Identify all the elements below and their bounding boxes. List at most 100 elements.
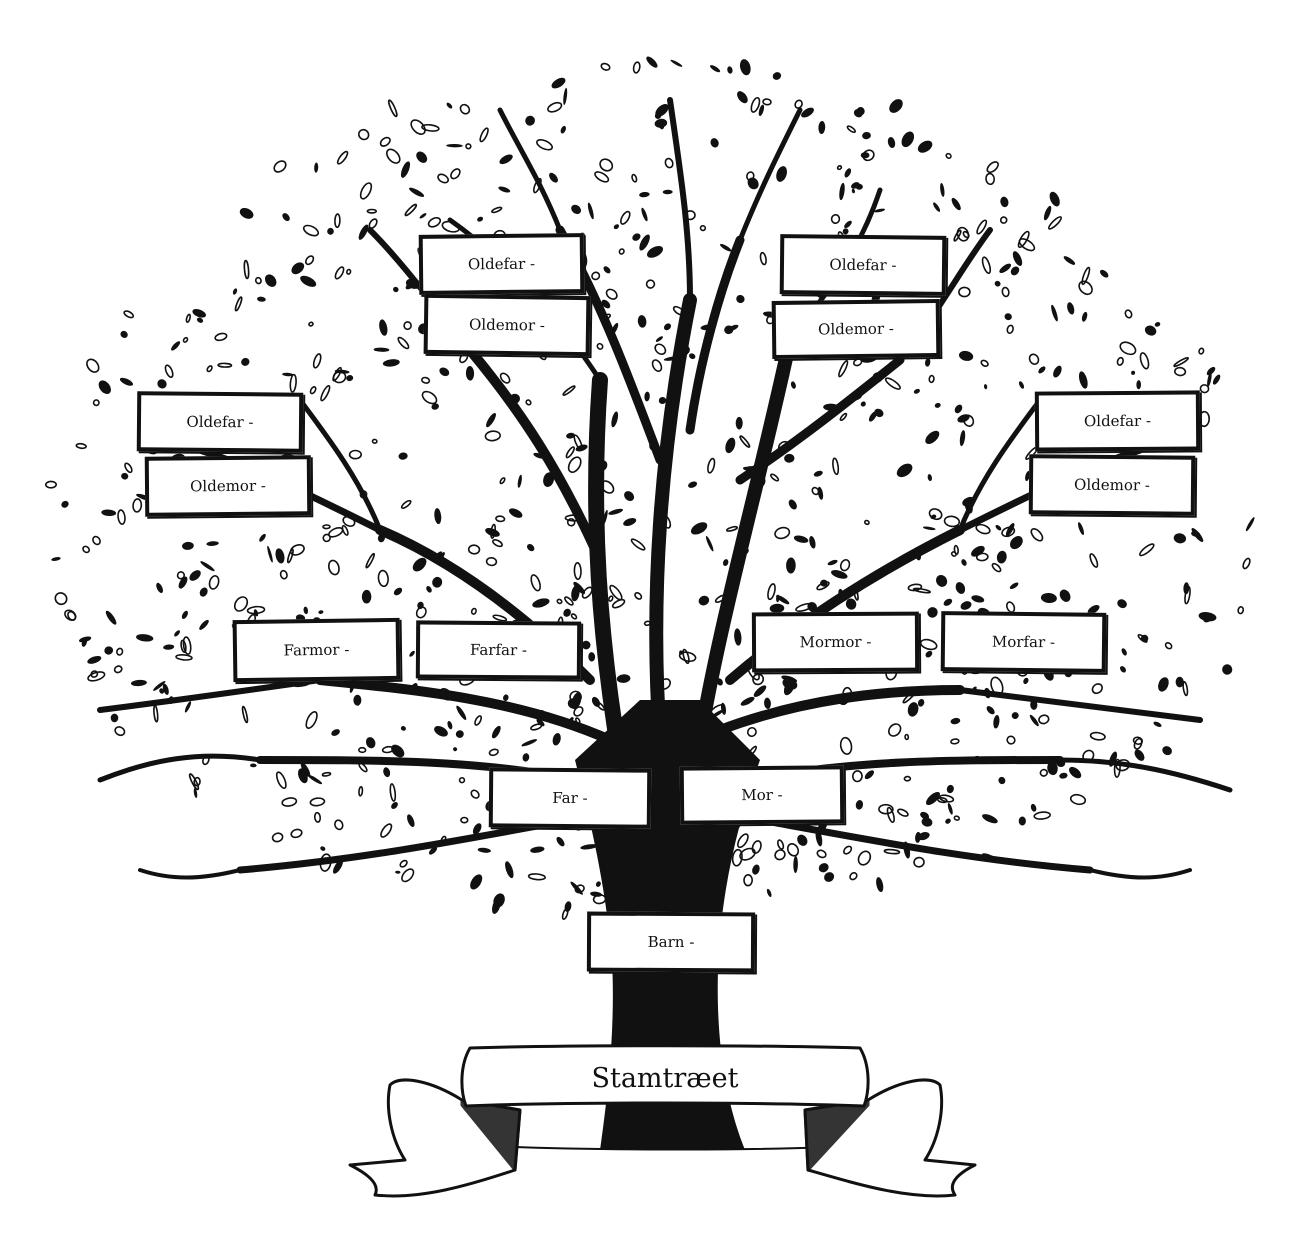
- label: Oldemor -: [817, 319, 895, 339]
- leaf-mark: [994, 280, 1001, 287]
- leaf-mark: [818, 121, 826, 134]
- leaf-mark: [358, 224, 369, 240]
- leaf-mark: [1121, 648, 1127, 656]
- box-mor[interactable]: Mor -: [679, 765, 845, 825]
- leaf-mark: [793, 535, 809, 543]
- leaf-mark: [759, 251, 767, 266]
- leaf-mark: [1117, 599, 1127, 609]
- leaf-mark: [739, 435, 751, 448]
- box-far[interactable]: Far -: [488, 767, 652, 829]
- leaf-mark: [1039, 768, 1048, 777]
- box-oldemor-paternal-grandfather-side[interactable]: Oldemor -: [423, 293, 591, 357]
- leaf-mark: [382, 359, 400, 367]
- box-farmor[interactable]: Farmor -: [232, 617, 401, 683]
- leaf-mark: [571, 204, 582, 215]
- leaf-mark: [953, 815, 961, 821]
- leaf-mark: [427, 216, 442, 228]
- leaf-mark: [300, 762, 311, 777]
- leaf-mark: [587, 202, 594, 220]
- label: Far -: [552, 788, 588, 808]
- box-oldefar-maternal-grandfather-side[interactable]: Oldefar -: [1034, 390, 1201, 452]
- box-oldefar-paternal-grandfather-side[interactable]: Oldefar -: [418, 233, 585, 295]
- box-farfar[interactable]: Farfar -: [415, 620, 582, 680]
- leaf-mark: [927, 607, 938, 618]
- leaf-mark: [208, 575, 220, 590]
- box-barn[interactable]: Barn -: [586, 911, 756, 973]
- leaf-mark: [398, 452, 408, 460]
- leaf-mark: [259, 533, 266, 542]
- leaf-mark: [774, 526, 791, 540]
- leaf-mark: [897, 808, 909, 817]
- leaf-mark: [234, 296, 243, 312]
- leaf-mark: [644, 391, 650, 402]
- leaf-mark: [527, 544, 535, 552]
- leaf-mark: [421, 376, 431, 384]
- box-morfar[interactable]: Morfar -: [940, 611, 1107, 673]
- leaf-mark: [1053, 365, 1062, 378]
- leaf-mark: [348, 449, 362, 460]
- leaf-mark: [472, 823, 482, 835]
- leaf-mark: [750, 96, 761, 113]
- leaf-mark: [239, 207, 254, 219]
- leaf-mark: [946, 784, 954, 794]
- leaf-mark: [827, 559, 838, 566]
- leaf-mark: [608, 508, 624, 515]
- leaf-mark: [824, 872, 835, 882]
- leaf-mark: [181, 610, 188, 619]
- leaf-mark: [434, 508, 442, 525]
- leaf-mark: [662, 189, 673, 195]
- leaf-mark: [737, 833, 749, 849]
- leaf-mark: [976, 219, 988, 235]
- leaf-mark: [857, 850, 872, 866]
- leaf-mark: [1174, 366, 1187, 377]
- leaf-mark: [308, 321, 314, 327]
- leaf-mark: [632, 233, 641, 241]
- leaf-mark: [955, 582, 966, 594]
- leaf-mark: [188, 773, 200, 791]
- leaf-mark: [566, 518, 576, 527]
- leaf-mark: [688, 481, 698, 488]
- leaf-mark: [470, 874, 483, 890]
- leaf-mark: [690, 522, 708, 535]
- leaf-mark: [547, 101, 563, 113]
- leaf-mark: [608, 595, 614, 602]
- leaf-mark: [1164, 641, 1173, 650]
- leaf-mark: [747, 177, 759, 190]
- leaf-mark: [1067, 302, 1075, 315]
- leaf-mark: [1182, 680, 1189, 697]
- leaf-mark: [957, 414, 970, 423]
- box-oldemor-maternal-grandfather-side[interactable]: Oldemor -: [1028, 454, 1196, 516]
- leaf-mark: [725, 437, 736, 454]
- leaf-mark: [1212, 374, 1221, 385]
- leaf-mark: [920, 811, 930, 820]
- leaf-mark: [752, 864, 760, 875]
- leaf-mark: [162, 683, 169, 695]
- leaf-mark: [431, 403, 439, 410]
- leaf-mark: [426, 585, 432, 593]
- leaf-mark: [1049, 191, 1060, 207]
- leaf-mark: [1191, 528, 1204, 542]
- leaf-mark: [552, 733, 561, 746]
- leaf-mark: [387, 99, 398, 118]
- leaf-mark: [421, 390, 438, 405]
- leaf-mark: [1081, 311, 1088, 322]
- leaf-mark: [603, 266, 611, 274]
- leaf-mark: [530, 723, 543, 731]
- box-oldefar-paternal-grandmother-side[interactable]: Oldefar -: [136, 391, 304, 453]
- leaf-mark: [241, 705, 249, 724]
- box-mormor[interactable]: Mormor -: [751, 611, 920, 673]
- leaf-mark: [609, 584, 623, 601]
- leaf-mark: [1139, 352, 1150, 370]
- leaf-mark: [998, 776, 1006, 785]
- box-oldemor-maternal-grandmother-side[interactable]: Oldemor -: [771, 298, 941, 360]
- box-oldefar-maternal-grandmother-side[interactable]: Oldefar -: [779, 234, 947, 296]
- leaf-mark: [549, 172, 558, 183]
- leaf-mark: [999, 263, 1012, 273]
- leaf-mark: [409, 187, 425, 197]
- leaf-mark: [927, 474, 932, 482]
- leaf-mark: [333, 859, 343, 874]
- leaf-mark: [758, 104, 765, 117]
- label: Oldemor -: [468, 315, 546, 335]
- leaf-mark: [654, 112, 662, 119]
- box-oldemor-paternal-grandmother-side[interactable]: Oldemor -: [144, 455, 312, 517]
